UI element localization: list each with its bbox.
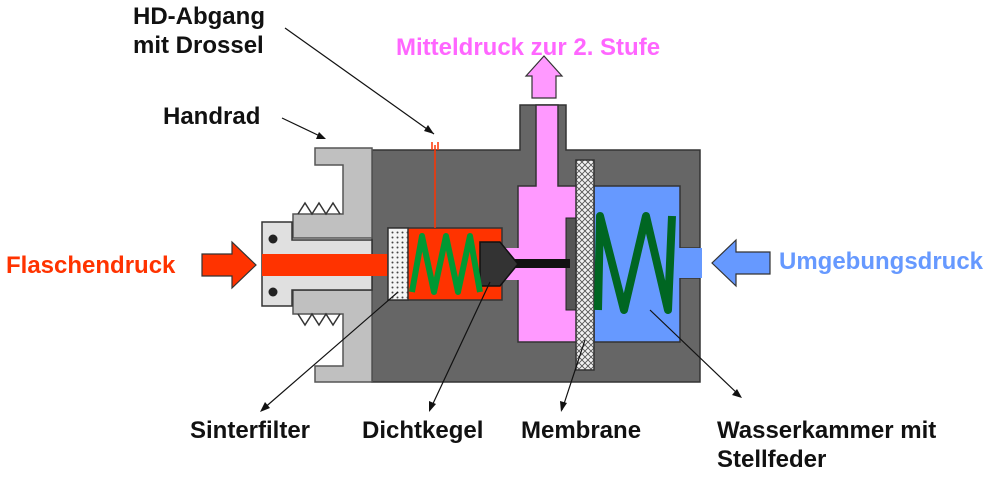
pointer-dichtkegel-head <box>429 401 436 412</box>
label-hd-abgang-line1: HD-Abgang <box>133 3 265 30</box>
sinter-filter <box>387 227 409 301</box>
mitteldruck-arrow <box>524 55 564 99</box>
water-spring <box>594 212 676 314</box>
label-membrane: Membrane <box>521 417 642 444</box>
label-sinterfilter: Sinterfilter <box>190 417 311 444</box>
o-ring-upper <box>268 234 278 244</box>
label-hd-abgang-line2: mit Drossel <box>133 32 264 59</box>
pointer-handrad-head <box>316 132 326 139</box>
membrane <box>575 159 595 371</box>
o-ring-lower <box>268 287 278 297</box>
pointer-membrane <box>561 339 586 411</box>
label-handrad: Handrad <box>163 103 261 130</box>
water-inlet <box>678 248 702 278</box>
pointer-membrane-head <box>560 401 567 412</box>
handwheel-upper <box>292 147 373 239</box>
hp-spring <box>409 233 483 295</box>
label-wasserkammer-line2: Stellfeder <box>717 446 827 473</box>
pointer-wasserkammer-head <box>732 389 742 398</box>
push-rod <box>500 259 570 268</box>
thread-teeth-upper <box>297 201 341 216</box>
flaschendruck-arrow <box>201 240 257 290</box>
label-flaschendruck: Flaschendruck <box>6 252 176 279</box>
umgebungsdruck-arrow <box>711 238 771 288</box>
handwheel-lower <box>292 289 373 383</box>
pointer-dichtkegel <box>429 281 491 411</box>
thread-teeth-lower <box>297 312 341 327</box>
pointer-handrad <box>281 117 325 139</box>
pointer-sinterfilter-head <box>260 402 270 412</box>
pointer-wasserkammer <box>649 309 741 397</box>
hp-bore <box>262 254 388 276</box>
label-umgebungsdruck: Umgebungsdruck <box>779 248 984 275</box>
pointer-hd-abgang <box>284 27 435 135</box>
label-mitteldruck: Mitteldruck zur 2. Stufe <box>396 34 661 61</box>
pointer-sinterfilter <box>261 291 399 411</box>
pointer-hd-abgang-head <box>424 125 434 134</box>
label-dichtkegel: Dichtkegel <box>362 417 484 444</box>
label-wasserkammer-line1: Wasserkammer mit <box>717 417 937 444</box>
